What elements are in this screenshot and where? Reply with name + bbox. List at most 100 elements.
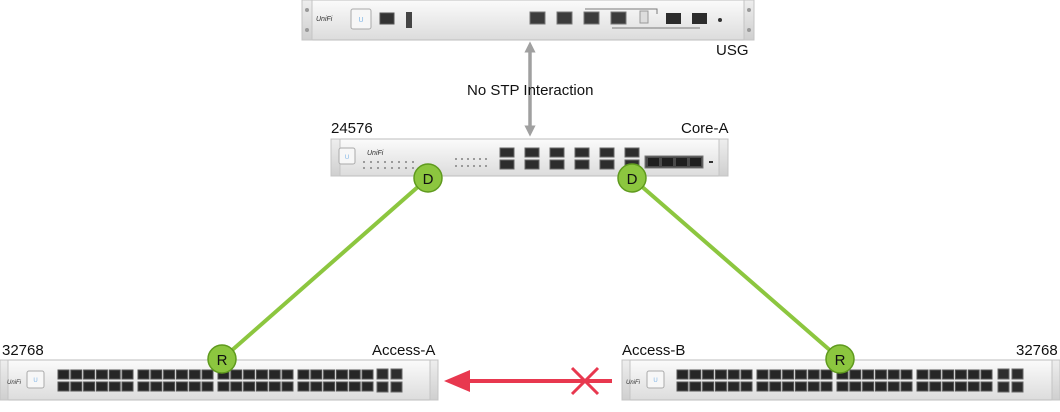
rj45-port: [335, 381, 348, 392]
rj45-port: [702, 381, 715, 392]
status-led: [479, 165, 481, 167]
status-led: [384, 167, 386, 169]
rj45-port: [702, 369, 715, 380]
rj45-port: [310, 381, 323, 392]
rj45-port: [782, 369, 795, 380]
rj45-port: [70, 369, 83, 380]
status-led: [405, 167, 407, 169]
rj45-port: [255, 381, 268, 392]
sfp-port: [574, 159, 590, 170]
rj45-port: [217, 381, 230, 392]
rj45-port: [108, 381, 121, 392]
access-b-logo: UniFi: [626, 380, 641, 386]
access-b-name-label: Access-B: [622, 342, 686, 359]
rj45-port: [335, 369, 348, 380]
core-logo: UniFi: [367, 150, 384, 157]
status-led: [461, 158, 463, 160]
rj45-port: [57, 369, 70, 380]
rj45-port: [820, 369, 833, 380]
status-led: [473, 158, 475, 160]
sfp-port: [390, 381, 403, 393]
rj45-port: [175, 369, 188, 380]
rj45-port: [769, 369, 782, 380]
status-led: [398, 161, 400, 163]
core-access-a-link: [220, 176, 430, 361]
sfp-port: [499, 147, 515, 158]
rj45-port: [297, 381, 310, 392]
status-led: [412, 161, 414, 163]
svg-text:D: D: [423, 171, 434, 188]
sfp-port: [997, 368, 1010, 380]
rj45-port: [361, 369, 374, 380]
sfp-port: [624, 147, 640, 158]
rj45-port: [942, 369, 955, 380]
status-led: [377, 161, 379, 163]
rj45-port: [175, 381, 188, 392]
rj45-port: [740, 381, 753, 392]
sfp-port: [524, 159, 540, 170]
sfp-port: [549, 147, 565, 158]
sfp-port: [1011, 381, 1024, 393]
usg-logo: UniFi: [316, 16, 333, 23]
usg-device: UniFi U: [301, 0, 755, 41]
rj45-port: [782, 381, 795, 392]
rj45-port: [121, 381, 134, 392]
rj45-port: [980, 381, 993, 392]
sfp-port: [524, 147, 540, 158]
rj45-port: [95, 381, 108, 392]
access-a-priority-label: 32768: [2, 342, 44, 359]
rj45-block: [644, 155, 704, 169]
status-led: [377, 167, 379, 169]
rj45-port: [714, 381, 727, 392]
svg-text:D: D: [627, 171, 638, 188]
rj45-port: [967, 381, 980, 392]
status-led: [412, 167, 414, 169]
rj45-port: [150, 381, 163, 392]
rj45-port: [980, 369, 993, 380]
rj45-port: [807, 381, 820, 392]
sfp-port: [599, 147, 615, 158]
status-led: [467, 158, 469, 160]
svg-text:U: U: [33, 378, 37, 384]
status-led: [391, 167, 393, 169]
rj45-port: [942, 381, 955, 392]
rj45-port: [676, 381, 689, 392]
rj45-port: [862, 381, 875, 392]
svg-text:U: U: [653, 378, 657, 384]
rj45-port: [929, 381, 942, 392]
rj45-port: [756, 369, 769, 380]
rj45-port: [57, 381, 70, 392]
rj45-port: [727, 381, 740, 392]
status-led: [485, 158, 487, 160]
rj45-port: [954, 369, 967, 380]
rj45-port: [807, 369, 820, 380]
rj45-port: [689, 381, 702, 392]
svg-text:U: U: [345, 155, 349, 161]
sfp-port: [549, 159, 565, 170]
access-a-name-label: Access-A: [372, 342, 436, 359]
rj45-port: [281, 381, 294, 392]
rj45-port: [954, 381, 967, 392]
rj45-port: [967, 369, 980, 380]
rj45-port: [348, 369, 361, 380]
status-led: [391, 161, 393, 163]
status-led: [398, 167, 400, 169]
rj45-port: [676, 369, 689, 380]
rj45-port: [230, 369, 243, 380]
status-led: [473, 165, 475, 167]
status-led: [405, 161, 407, 163]
status-led: [467, 165, 469, 167]
rj45-port: [150, 369, 163, 380]
core-switch-device: U UniFi: [330, 138, 729, 177]
rj45-port: [727, 369, 740, 380]
usg-core-link-label: No STP Interaction: [467, 82, 594, 99]
status-led: [363, 167, 365, 169]
rj45-port: [348, 381, 361, 392]
access-a-switch-device: UniFi U: [0, 359, 439, 401]
rj45-port: [230, 381, 243, 392]
sfp-port: [376, 368, 389, 380]
sfp-port: [390, 368, 403, 380]
rj45-port: [740, 369, 753, 380]
rj45-port: [188, 369, 201, 380]
rj45-port: [862, 369, 875, 380]
